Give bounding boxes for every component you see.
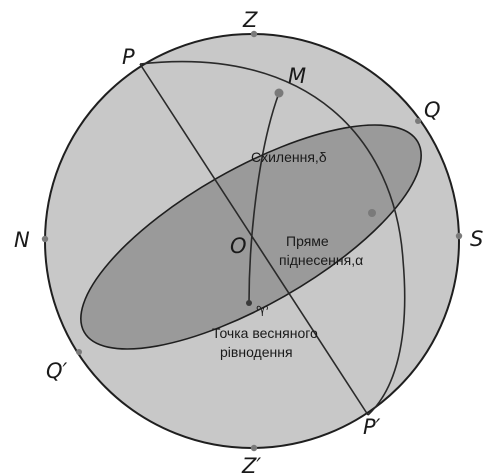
nadir-point (250, 444, 258, 452)
vernal-equinox-label-line2: рівнодення (220, 344, 293, 360)
zenith-label: Z (242, 8, 258, 32)
vernal-equinox-point (246, 300, 252, 306)
equator-west-point (76, 349, 82, 355)
nadir-label: Z′ (241, 454, 261, 475)
center-label: O (230, 234, 247, 258)
equator-east-point (415, 118, 421, 124)
north-label: N (14, 228, 30, 252)
right-ascension-label-line1: Пряме (286, 233, 329, 249)
zenith-point (250, 30, 258, 38)
south-point (455, 232, 463, 240)
equator-east-label: Q (424, 98, 441, 122)
north-point (41, 235, 49, 243)
declination-arc (248, 92, 280, 304)
right-ascension-label-line2: піднесення,α (279, 252, 363, 268)
pole-south-label: P′ (363, 415, 381, 439)
hour-circle-equator-point (368, 209, 376, 217)
equator-west-label: Q′ (46, 359, 68, 383)
pole-north-label: P (122, 45, 135, 69)
vernal-equinox-label-line1: Точка весняного (212, 325, 318, 341)
star-label: M (288, 64, 306, 88)
declination-label: Схилення,δ (251, 149, 327, 165)
world-axis-line (139, 63, 369, 416)
south-label: S (470, 227, 483, 251)
star-point (274, 88, 284, 98)
hour-circle (139, 60, 406, 416)
vernal-equinox-symbol: ♈ (256, 304, 269, 320)
